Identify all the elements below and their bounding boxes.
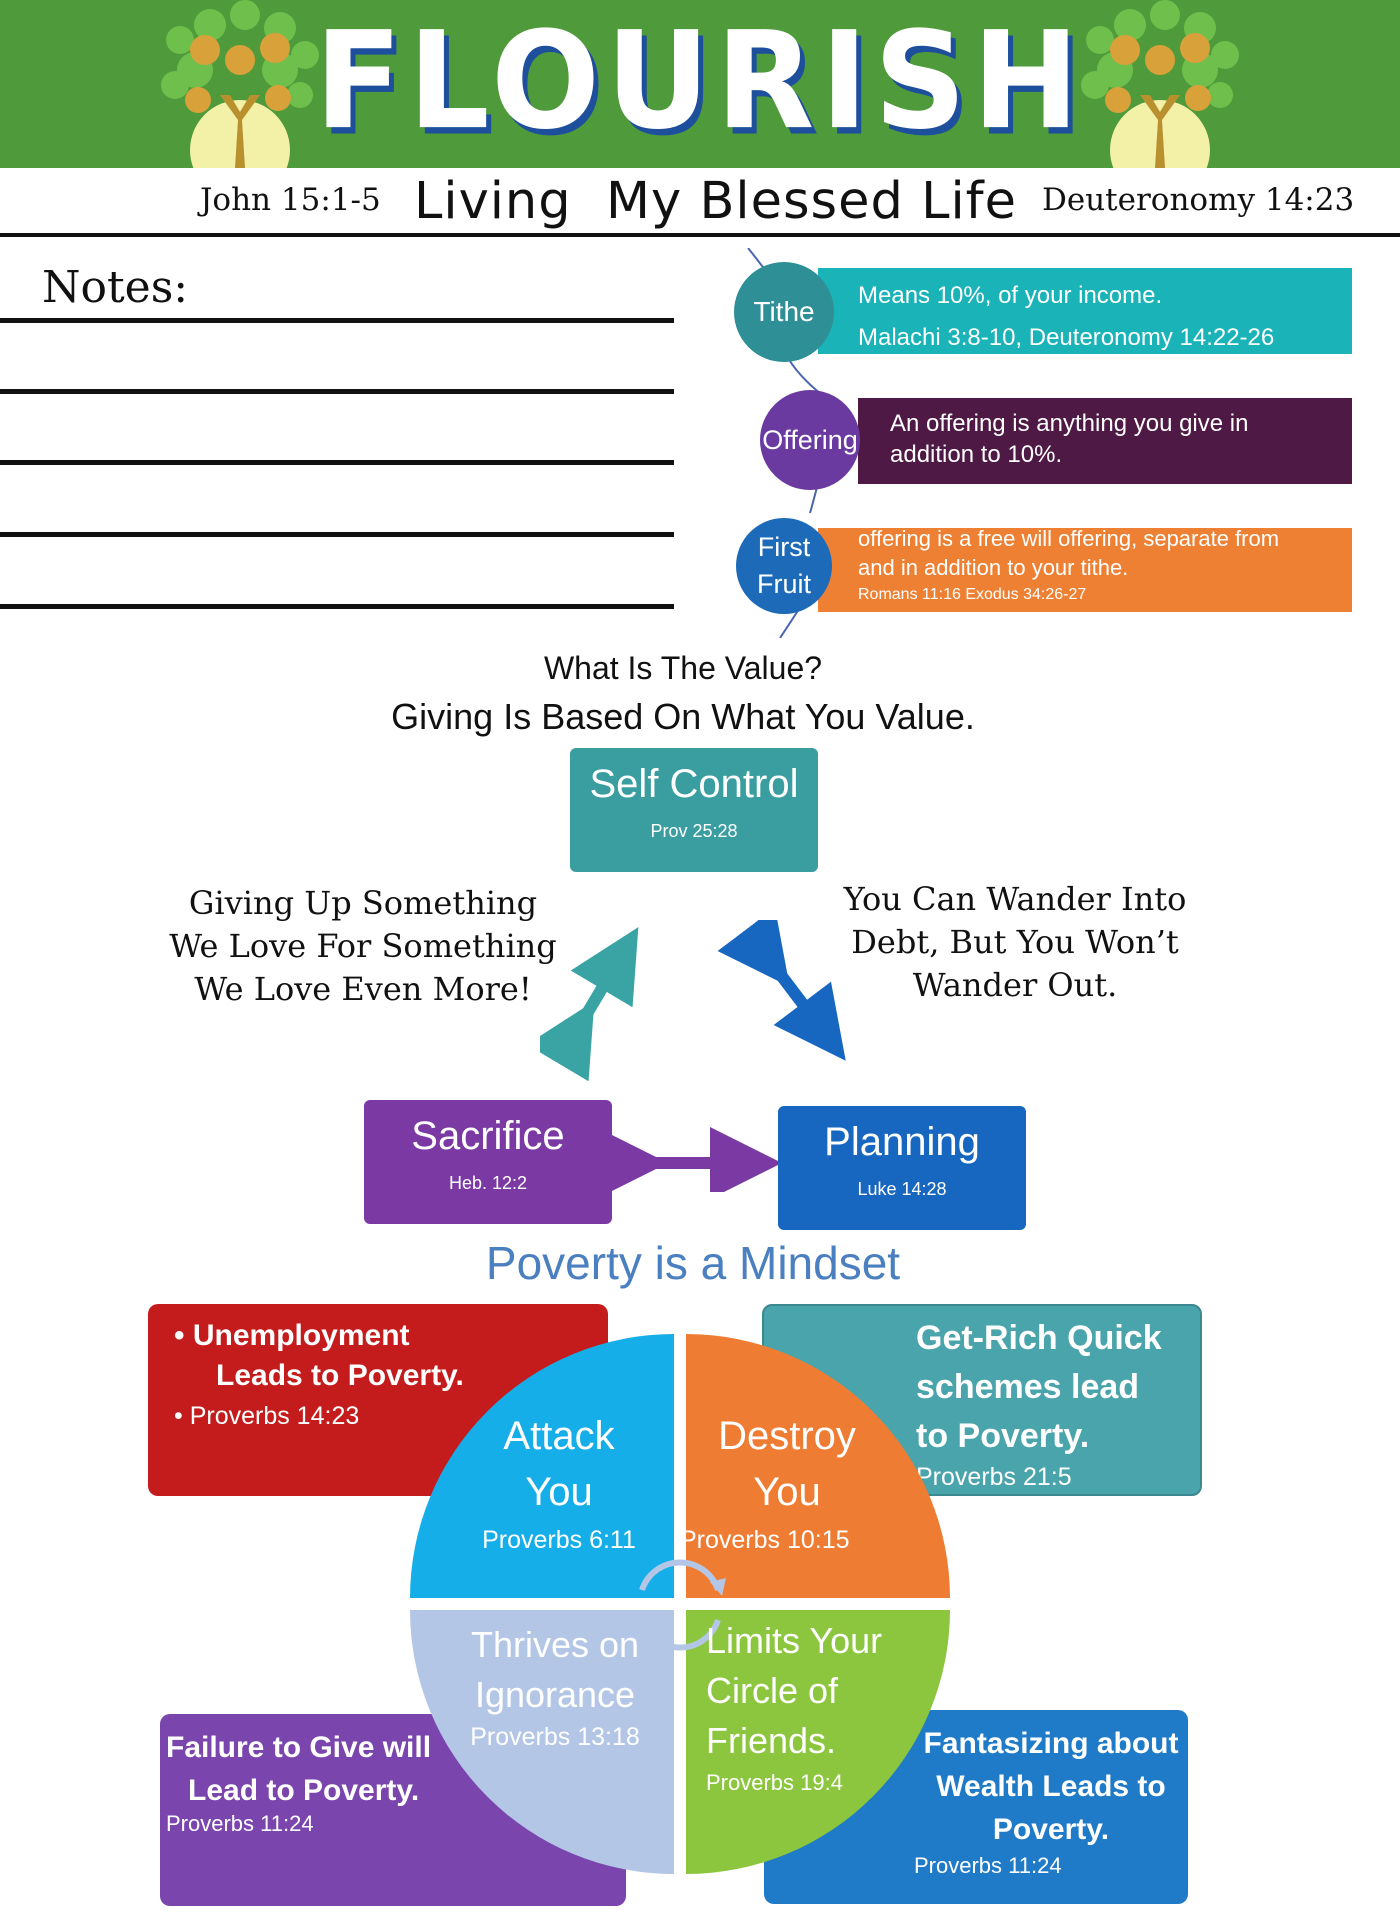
value-statement: Giving Is Based On What You Value.	[391, 696, 975, 737]
failure-line: Lead to Poverty.	[188, 1774, 420, 1807]
ignorance-label: Thrives on Ignorance Proverbs 13:18	[440, 1620, 670, 1754]
first-fruit-line: offering is a free will offering, separa…	[858, 526, 1280, 551]
left-quote: Giving Up Something We Love For Somethin…	[150, 882, 576, 1011]
friends-line: Limits Your	[706, 1620, 883, 1661]
sacrifice-box: Sacrifice Heb. 12:2	[364, 1100, 612, 1224]
failure-ref: Proverbs 11:24	[166, 1811, 314, 1836]
sacrifice-title: Sacrifice	[411, 1114, 565, 1158]
destroy-label: Destroy You Proverbs 10:15	[680, 1408, 894, 1560]
right-quote: You Can Wander Into Debt, But You Won’t …	[820, 878, 1210, 1007]
tithe-term: Tithe	[753, 296, 815, 327]
offering-term: Offering	[762, 424, 858, 455]
destroy-line: You	[753, 1470, 821, 1514]
note-line[interactable]	[0, 460, 674, 465]
first-fruit-circle: First Fruit	[736, 518, 832, 614]
offering-line: An offering is anything you give in	[890, 410, 1249, 437]
first-fruit-term: First	[757, 532, 811, 562]
note-line[interactable]	[0, 389, 674, 394]
self-control-title: Self Control	[589, 762, 799, 806]
brand-title: FLOURISH	[314, 3, 1086, 160]
offering-circle: Offering	[760, 390, 860, 490]
left-quote-line: We Love For Something	[169, 927, 557, 965]
money-tree-icon	[161, 0, 319, 168]
get-rich-line: to Poverty.	[916, 1417, 1090, 1455]
attack-ref: Proverbs 6:11	[482, 1526, 636, 1554]
cycle-arrow-icon	[639, 1559, 721, 1592]
planning-ref: Luke 14:28	[857, 1179, 947, 1199]
attack-line: Attack	[503, 1414, 615, 1458]
money-tree-icon	[1081, 0, 1239, 168]
self-control-box: Self Control Prov 25:28	[570, 748, 818, 872]
ignorance-line: Thrives on	[470, 1624, 640, 1665]
attack-label: Attack You Proverbs 6:11	[444, 1408, 674, 1560]
left-quote-line: Giving Up Something	[188, 884, 538, 922]
first-fruit-term: Fruit	[757, 569, 811, 599]
title-divider	[0, 233, 1400, 237]
page-title: Living My Blessed Life	[414, 172, 1018, 231]
right-quote-line: You Can Wander Into	[843, 880, 1187, 918]
get-rich-ref: Proverbs 21:5	[916, 1463, 1072, 1491]
tithe-line: Means 10%, of your income.	[858, 282, 1163, 309]
fantasizing-ref: Proverbs 11:24	[914, 1853, 1062, 1878]
cycle-arrow-icon	[639, 1618, 721, 1651]
note-line[interactable]	[0, 604, 674, 609]
get-rich-line: schemes lead	[916, 1368, 1140, 1406]
planning-box: Planning Luke 14:28	[778, 1106, 1026, 1230]
scripture-ref-right: Deuteronomy 14:23	[1042, 182, 1355, 218]
double-arrow-icon	[717, 920, 846, 1061]
double-arrow-icon	[540, 927, 639, 1082]
failure-line: Failure to Give will	[166, 1731, 432, 1764]
first-fruit-ref: Romans 11:16 Exodus 34:26-27	[858, 586, 1087, 603]
note-line[interactable]	[0, 318, 674, 323]
unemployment-line: • Unemployment	[174, 1319, 410, 1352]
attack-line: You	[525, 1470, 593, 1514]
destroy-ref: Proverbs 10:15	[680, 1526, 850, 1554]
ignorance-line: Ignorance	[474, 1674, 636, 1715]
left-quote-line: We Love Even More!	[194, 970, 532, 1008]
poverty-title: Poverty is a Mindset	[485, 1237, 901, 1289]
quadrant-destroy	[686, 1334, 950, 1598]
quadrant-friends	[686, 1610, 950, 1874]
unemployment-ref: • Proverbs 14:23	[174, 1402, 360, 1430]
fantasizing-line: Fantasizing about	[923, 1727, 1179, 1760]
first-fruit-definition: offering is a free will offering, separa…	[818, 526, 1352, 612]
quadrant-ignorance	[410, 1610, 674, 1874]
friends-line: Circle of	[706, 1670, 839, 1711]
friends-label: Limits Your Circle of Friends. Proverbs …	[706, 1616, 926, 1800]
fantasizing-line: Wealth Leads to	[936, 1770, 1166, 1803]
friends-ref: Proverbs 19:4	[706, 1770, 843, 1795]
right-quote-line: Wander Out.	[912, 966, 1118, 1004]
quadrant-attack	[410, 1334, 674, 1598]
unemployment-line: Leads to Poverty.	[216, 1359, 464, 1392]
offering-definition: An offering is anything you give in addi…	[858, 398, 1352, 484]
value-question: What Is The Value?	[543, 650, 823, 686]
self-control-ref: Prov 25:28	[650, 821, 738, 841]
first-fruit-line: and in addition to your tithe.	[858, 555, 1129, 580]
header-banner: FLOURISH	[0, 0, 1400, 168]
sacrifice-ref: Heb. 12:2	[448, 1173, 528, 1193]
destroy-line: Destroy	[718, 1414, 856, 1458]
tithe-circle: Tithe	[734, 262, 834, 362]
right-quote-line: Debt, But You Won’t	[851, 923, 1179, 961]
notes-label: Notes:	[42, 262, 189, 313]
offering-line: addition to 10%.	[890, 441, 1063, 468]
tithe-definition: Means 10%, of your income. Malachi 3:8-1…	[818, 268, 1352, 354]
poverty-cycle-circle	[410, 1334, 950, 1874]
friends-line: Friends.	[706, 1720, 837, 1761]
fantasizing-line: Poverty.	[992, 1813, 1110, 1846]
note-line[interactable]	[0, 532, 674, 537]
tithe-line: Malachi 3:8-10, Deuteronomy 14:22-26	[858, 324, 1275, 351]
scripture-ref-left: John 15:1-5	[200, 182, 381, 218]
planning-title: Planning	[824, 1120, 980, 1164]
get-rich-line: Get-Rich Quick	[916, 1319, 1162, 1357]
ignorance-ref: Proverbs 13:18	[470, 1723, 640, 1751]
value-arrows	[540, 920, 846, 1192]
